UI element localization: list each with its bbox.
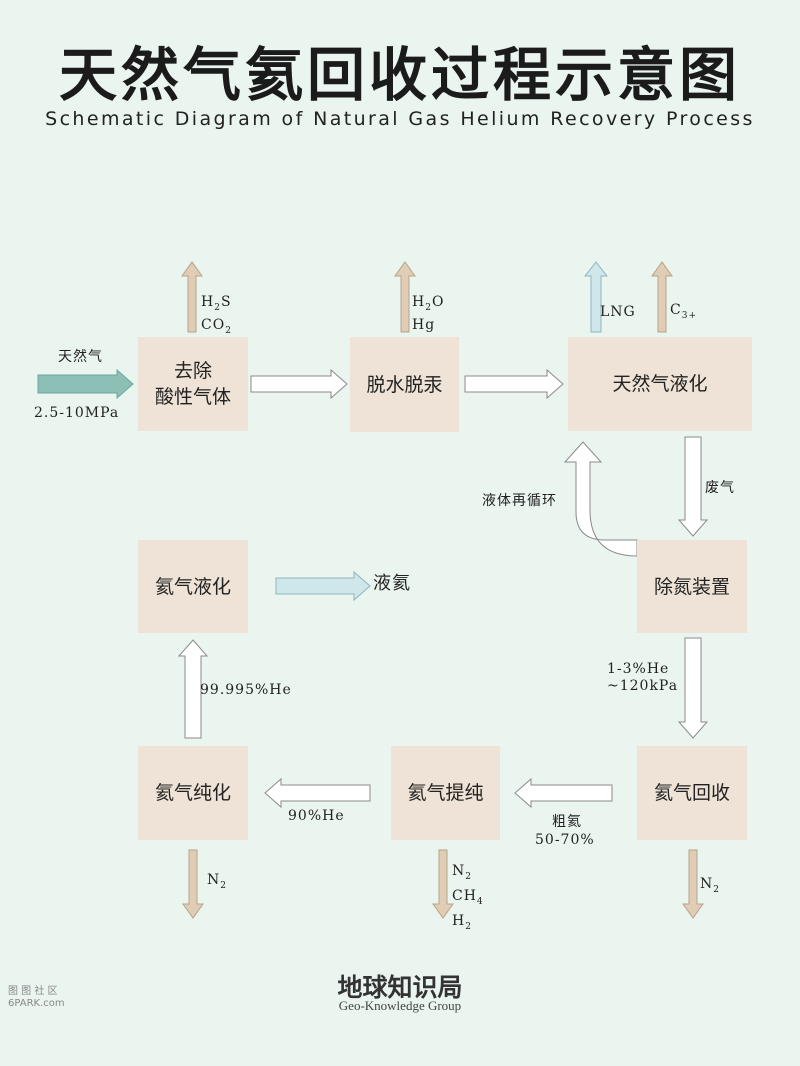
output-arrow-lng [583, 261, 609, 333]
footer-brand-en: Geo-Knowledge Group [338, 998, 462, 1013]
output-arrow-n2-recovery [682, 849, 704, 919]
box-helium-purification: 氦气纯化 [138, 746, 248, 840]
flow-arrow-1 [250, 368, 348, 400]
label-feed: 天然气 [58, 349, 103, 365]
box-denitrogen: 除氮装置 [637, 540, 747, 633]
label-lng: LNG [600, 304, 636, 320]
box-acid-removal: 去除 酸性气体 [138, 337, 248, 431]
flow-arrow-helium-low [677, 637, 709, 739]
flow-arrow-99 [177, 639, 209, 739]
box-helium-refining: 氦气提纯 [391, 746, 500, 840]
label-c3: C3+ [670, 302, 697, 321]
label-he90: 90%He [288, 808, 345, 824]
box-helium-liquefaction: 氦气液化 [138, 540, 248, 633]
label-helium-low: 1-3%He~120kPa [607, 661, 679, 694]
label-n2-recovery: N2 [700, 876, 720, 895]
footer-brand: 地球知识局 [337, 973, 463, 1002]
flow-arrow-liquid-he [275, 570, 371, 602]
output-arrow-c3 [651, 261, 673, 333]
box-helium-recovery: 氦气回收 [637, 746, 747, 840]
output-arrow-water [394, 261, 416, 333]
output-arrow-n2-refine [432, 849, 454, 919]
flow-arrow-90 [264, 777, 371, 809]
label-n2-purify: N2 [207, 872, 227, 891]
label-crude-helium: 粗氦 [552, 814, 582, 830]
label-waste-gas: 废气 [705, 480, 735, 496]
output-arrow-n2-purify [182, 849, 204, 919]
page-title: 天然气氦回收过程示意图 [58, 41, 741, 109]
flow-arrow-crude [514, 777, 613, 809]
recycle-arrow [563, 441, 638, 557]
label-he99: 99.995%He [200, 682, 292, 698]
label-recycle: 液体再循环 [482, 493, 557, 509]
output-arrow-acid [181, 261, 203, 333]
flow-arrow-2 [464, 368, 564, 400]
box-dehydration: 脱水脱汞 [350, 337, 459, 432]
feed-arrow-icon [37, 368, 134, 400]
label-pressure: 2.5-10MPa [34, 405, 120, 421]
label-crude-pct: 50-70% [535, 832, 595, 848]
label-liquid-helium: 液氦 [373, 573, 411, 594]
flow-arrow-waste [677, 436, 709, 537]
page-subtitle: Schematic Diagram of Natural Gas Helium … [45, 108, 755, 130]
box-gas-liquefaction: 天然气液化 [568, 337, 752, 431]
